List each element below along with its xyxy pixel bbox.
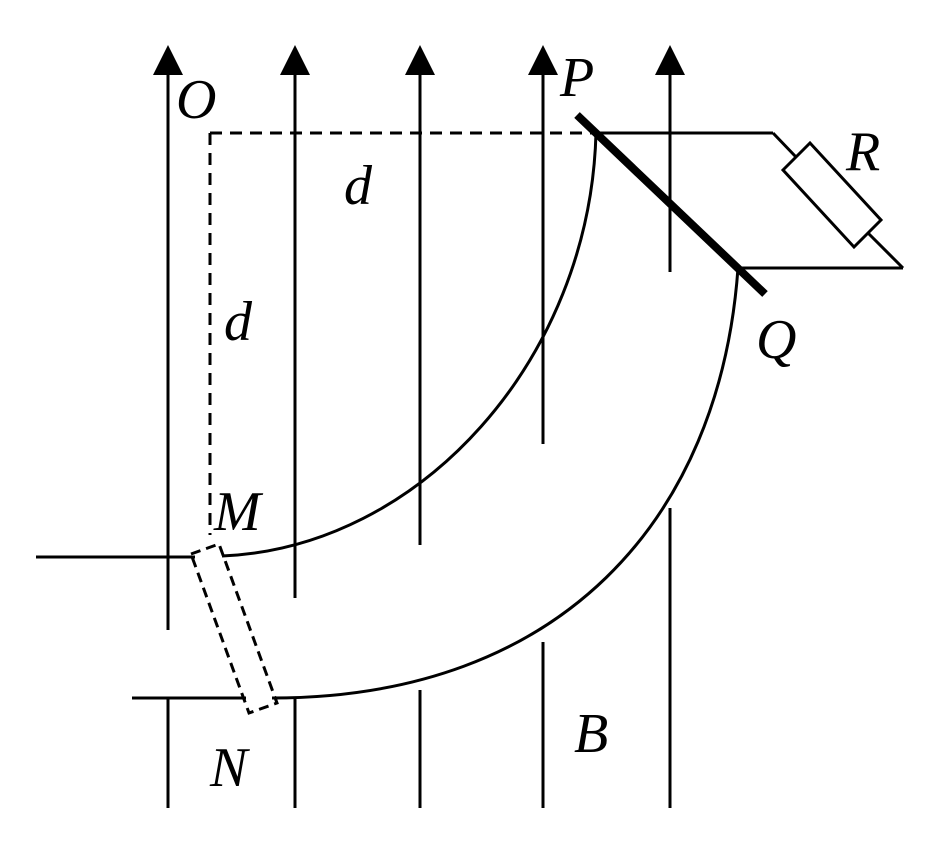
field-lines-lower: [166, 508, 672, 808]
circuit-bottom-lead: [866, 231, 905, 270]
field-lines-upper: [153, 45, 685, 630]
circuit-top-lead: [771, 131, 798, 159]
outer-curved-rail: [271, 267, 740, 700]
rod-pq: [574, 112, 768, 297]
label-p: P: [559, 47, 594, 109]
label-n: N: [209, 737, 250, 799]
label-d-vertical: d: [224, 291, 253, 353]
label-q: Q: [756, 309, 796, 371]
label-b: B: [574, 703, 608, 765]
label-o: O: [176, 69, 216, 131]
rails: [36, 132, 740, 700]
label-r: R: [845, 121, 880, 183]
resistor-r: [780, 140, 884, 250]
rod-mn-dashed: [189, 542, 279, 715]
radius-dashed-lines: [208, 131, 596, 535]
label-d-horizontal: d: [344, 155, 373, 217]
label-m: M: [213, 481, 264, 543]
resistor-circuit: [596, 131, 905, 270]
inner-curved-rail: [221, 132, 598, 558]
